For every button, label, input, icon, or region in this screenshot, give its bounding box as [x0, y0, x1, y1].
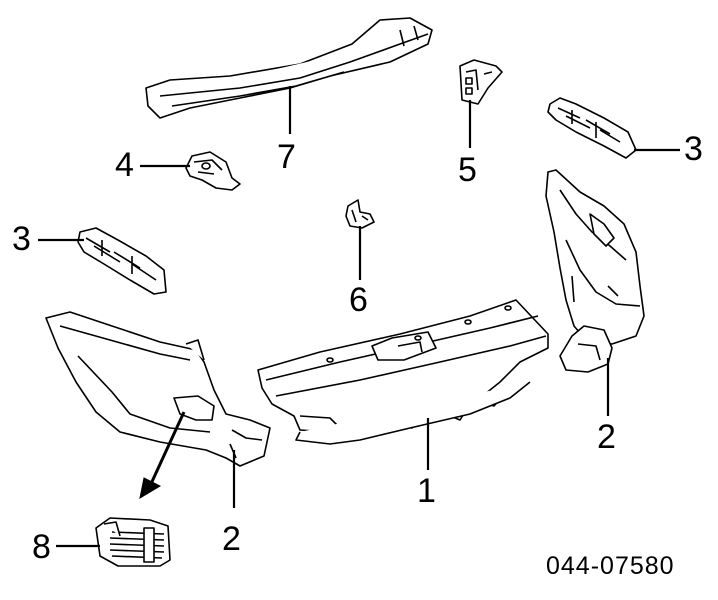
callout-8: 8 [32, 528, 51, 566]
callout-2-left: 2 [222, 520, 241, 558]
part-4-bracket [185, 151, 241, 191]
callout-3-right: 3 [684, 130, 703, 168]
callout-1: 1 [417, 472, 436, 510]
part-5-bracket [459, 59, 503, 105]
callout-7: 7 [277, 138, 296, 176]
reference-code: 044-07580 [546, 552, 675, 580]
part-2-end-cover-left [45, 311, 271, 467]
part-7-reinforcement [145, 17, 433, 119]
callout-2-right: 2 [597, 418, 616, 456]
callout-4: 4 [115, 146, 134, 184]
callout-5: 5 [458, 151, 477, 189]
part-8-reflector [95, 517, 171, 567]
part-6-clip [345, 199, 375, 229]
part-1-bumper-absorber [257, 299, 549, 445]
part-3-retainer-right [547, 97, 637, 159]
callout-3-left: 3 [12, 220, 31, 258]
part-2-end-cover-right [545, 169, 645, 373]
part-3-retainer-left [77, 227, 167, 295]
arrow-indicator [139, 411, 186, 500]
callout-6: 6 [349, 281, 368, 319]
